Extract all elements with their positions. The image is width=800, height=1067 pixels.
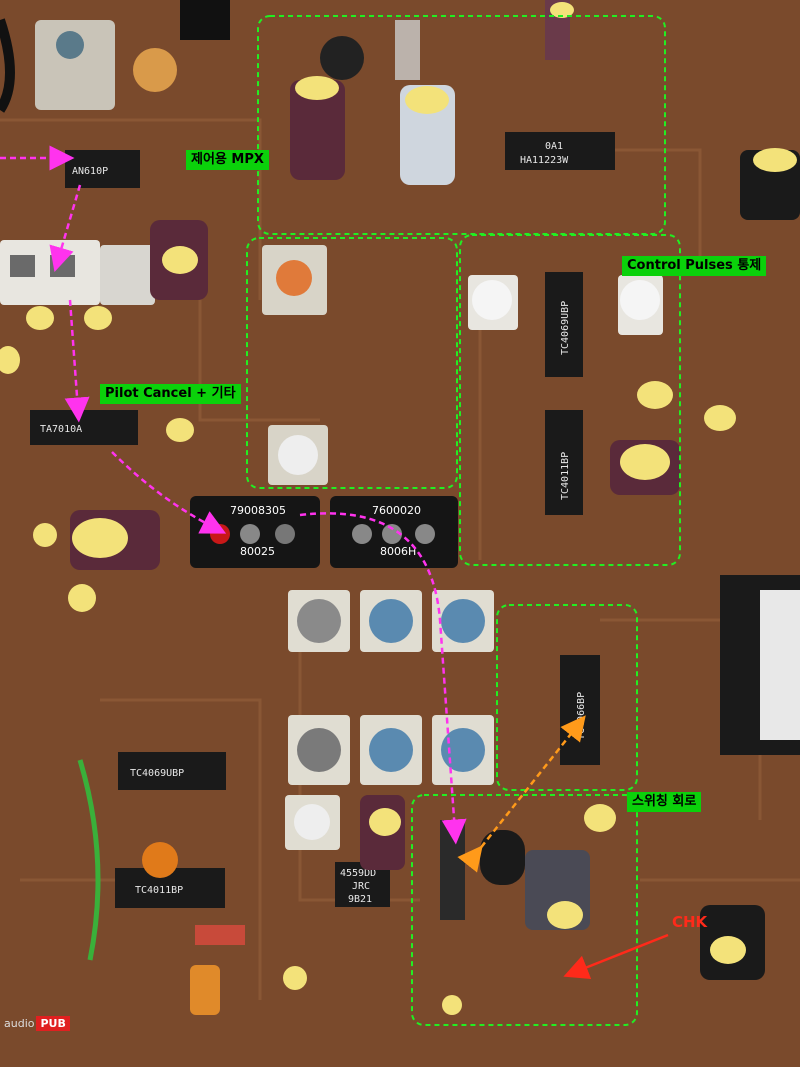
ic-tc4066bp-label: TC4066BP [576,692,587,740]
signal-arrows [0,145,467,845]
logo-brand: PUB [36,1016,70,1031]
region-control-mpx [257,15,666,235]
arrow-to-module [111,451,227,534]
arrow-to-ta7010 [64,299,90,423]
arrow-chk [563,933,669,979]
label-pilot-cancel: Pilot Cancel + 기타 [100,384,241,404]
electrolytic-capacitor [290,80,345,180]
ic-ha11223w-top: 0A1 [545,141,563,152]
ic-tc4011bp-top [545,410,583,515]
module-left-bottom: 80025 [240,545,275,558]
label-control-mpx: 제어용 MPX [186,150,269,170]
trimmer-black [320,36,364,80]
arrow-to-switch [299,512,467,845]
ic-an610p-label: AN610P [72,166,108,177]
trimmer-coil [35,20,115,110]
arrow-tc4066-link [457,715,586,873]
label-chk: CHK [672,913,708,931]
module-right-top: 7600020 [372,504,421,517]
label-control-pulses: Control Pulses 통제 [622,256,767,276]
ceramic-capacitor [133,48,177,92]
ic-ha11223w [505,132,615,170]
ic-tc4011bp-bottom-label: TC4011BP [135,885,183,896]
ic-tc4011bp-top-label: TC4011BP [560,452,571,500]
connector-block-2 [100,245,155,305]
arrow-to-connector [49,184,82,272]
module-left-top: 79008305 [230,504,286,517]
cable [0,18,15,113]
ic-ta7010a-label: TA7010A [40,424,82,435]
region-pilot-area [246,237,458,489]
label-switching-circuit: 스위칭 회로 [627,792,702,812]
logo-prefix: audio [4,1017,35,1030]
module-right-bottom: 8006H [380,545,416,558]
ic-tc4069ubp-bottom-label: TC4069UBP [130,768,184,779]
ic-jrc4559-label: 4559DD [340,868,376,879]
ic-jrc-label: JRC [352,881,370,892]
copper-traces [0,118,800,1000]
ic-jrc-code: 9B21 [348,894,372,905]
clip [180,0,230,40]
ic-tc4069ubp-top-label: TC4069UBP [560,301,571,355]
ic-tc4069ubp-top [545,272,583,377]
trimmer-knob [56,31,84,59]
ic-ha11223w-label: HA11223W [520,155,569,166]
ic-an610p [65,150,140,188]
green-wire [77,759,101,961]
ic-tc4069ubp-bottom [118,752,226,790]
